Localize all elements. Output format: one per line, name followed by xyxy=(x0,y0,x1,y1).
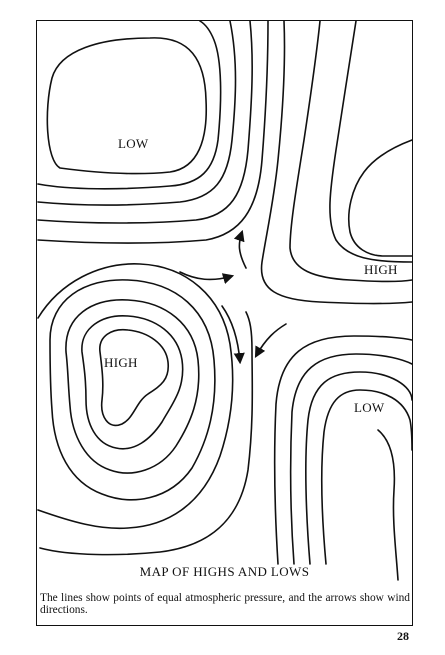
isobar-low-bottom-right-3 xyxy=(289,353,413,565)
isobar-low-top-left-4 xyxy=(37,20,253,224)
isobar-high-left-4 xyxy=(49,279,216,501)
isobar-high-left-5 xyxy=(37,263,234,530)
low-label-bottom-right: LOW xyxy=(354,400,385,415)
wind-arrow-2 xyxy=(233,229,247,269)
isobar-center-b xyxy=(289,20,413,283)
wind-arrow-1 xyxy=(179,271,235,284)
wind-arrow-4 xyxy=(254,323,287,358)
map-frame xyxy=(36,20,413,626)
map-caption: The lines show points of equal atmospher… xyxy=(40,592,410,616)
page-number: 28 xyxy=(397,629,409,643)
isobar-upper-right-2 xyxy=(347,139,413,257)
wind-arrow-3 xyxy=(221,305,245,365)
isobar-high-left-2 xyxy=(81,315,184,450)
isobar-low-bottom-right-4 xyxy=(273,335,413,565)
high-label-left: HIGH xyxy=(104,355,138,370)
isobar-low-top-left-2 xyxy=(37,20,222,190)
isobar-low-top-left-5 xyxy=(37,20,269,244)
isobar-low-bottom-right-2 xyxy=(305,371,413,565)
map-title: MAP OF HIGHS AND LOWS xyxy=(139,564,310,579)
isobar-upper-right-1 xyxy=(329,20,413,263)
isobar-high-left-inner xyxy=(99,328,170,427)
high-label-right: HIGH xyxy=(364,262,398,277)
isobar-high-left-3 xyxy=(65,299,200,474)
isobar-high-left-6 xyxy=(39,311,254,556)
low-label-top-left: LOW xyxy=(118,136,149,151)
isobar-low-top-left-inner xyxy=(46,37,208,175)
isobar-center-a xyxy=(260,20,413,305)
isobar-low-top-left-3 xyxy=(37,20,237,206)
isobar-low-bottom-right-1 xyxy=(321,389,413,565)
isobar-low-bottom-right-inner xyxy=(377,429,399,581)
